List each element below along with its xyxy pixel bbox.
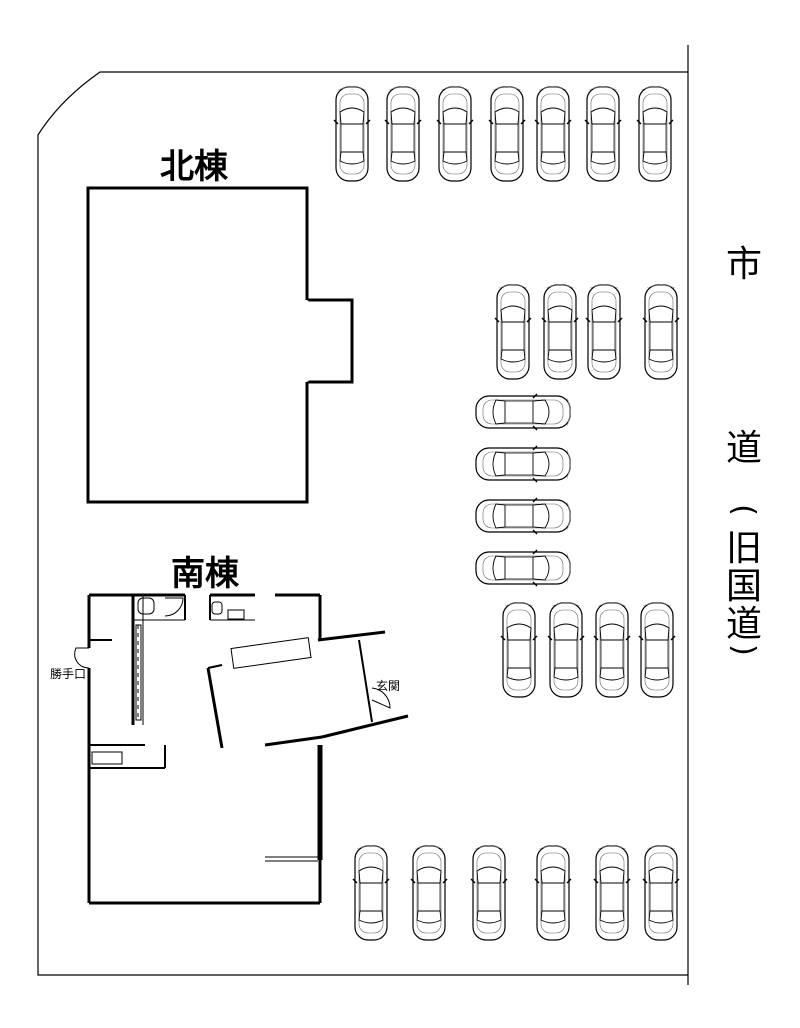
toilet-2 <box>211 601 223 615</box>
kitchen-counter <box>230 637 312 669</box>
toilet-1 <box>137 597 155 615</box>
road-char-1: 市 <box>726 244 762 285</box>
entrance-door-swing <box>371 687 391 709</box>
parked-car <box>500 602 538 698</box>
parked-car <box>488 86 526 182</box>
parked-car <box>547 602 585 698</box>
south-building-label: 南棟 <box>171 554 240 594</box>
road-char-5: 国 <box>726 566 762 607</box>
parked-car <box>352 845 390 941</box>
road-char-4: 旧 <box>726 528 762 569</box>
parked-car <box>475 393 571 431</box>
parked-car <box>470 845 508 941</box>
road-char-3: ( <box>726 504 761 516</box>
parked-car <box>638 602 676 698</box>
south-building <box>87 593 409 905</box>
parked-car <box>494 284 532 380</box>
parked-car <box>475 549 571 587</box>
parked-car <box>534 86 572 182</box>
north-building-label: 北棟 <box>160 147 229 187</box>
parked-car <box>410 845 448 941</box>
road-char-6: 道 <box>726 604 762 645</box>
parking-cars <box>333 86 680 941</box>
back-door-swing <box>74 647 90 669</box>
site-boundary <box>37 71 688 976</box>
entrance-label: 玄関 <box>376 678 400 693</box>
parked-car <box>585 284 623 380</box>
parked-car <box>642 845 680 941</box>
parked-car <box>593 845 631 941</box>
toilet-door-swing <box>164 597 184 617</box>
road-char-7: ) <box>726 644 761 656</box>
parked-car <box>475 445 571 483</box>
fixtures <box>74 597 391 862</box>
parked-car <box>593 602 631 698</box>
parked-car <box>642 284 680 380</box>
parked-car <box>541 284 579 380</box>
parked-car <box>384 86 422 182</box>
parked-car <box>584 86 622 182</box>
parked-car <box>636 86 674 182</box>
parked-car <box>534 845 572 941</box>
north-building-outline <box>86 186 354 504</box>
back-door-label: 勝手口 <box>50 666 86 681</box>
parked-car <box>436 86 474 182</box>
north-building <box>86 186 354 504</box>
sink <box>227 609 245 620</box>
washbasin-counter <box>91 751 123 765</box>
parked-car <box>475 497 571 535</box>
parked-car <box>333 86 371 182</box>
road-label: 市 道 ( 旧 国 道 ) <box>726 244 762 656</box>
road-char-2: 道 <box>726 428 762 469</box>
